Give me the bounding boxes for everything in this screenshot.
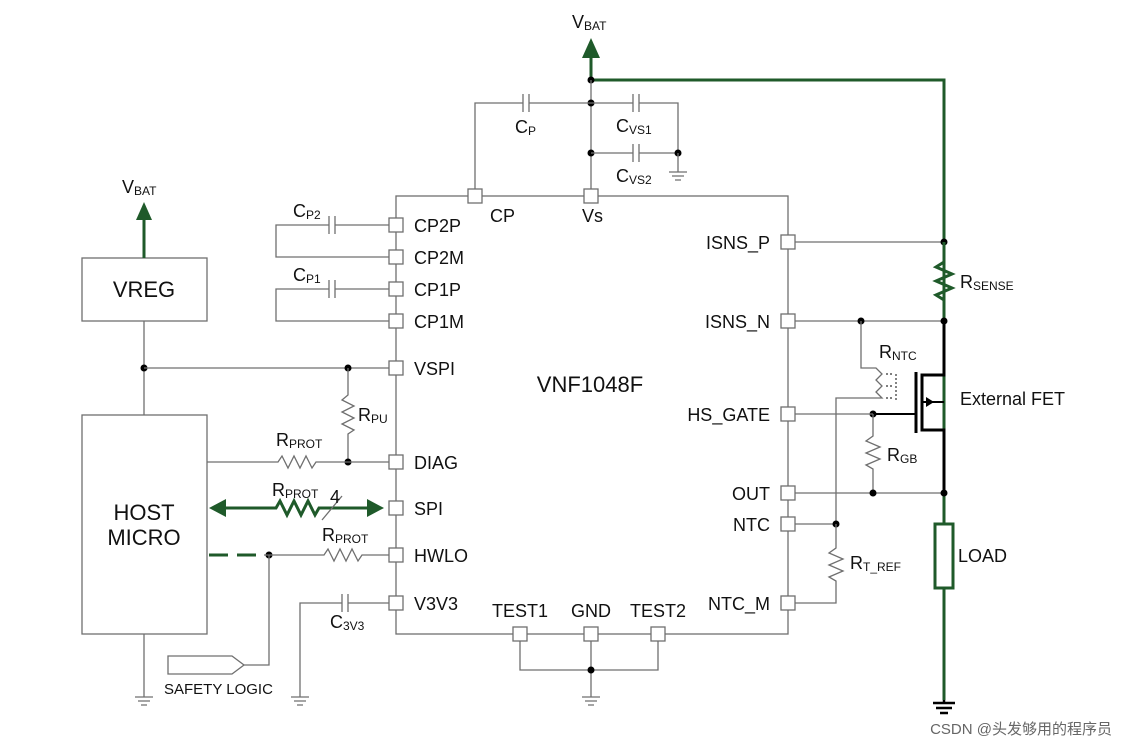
ground-icon	[582, 696, 600, 706]
svg-text:VBAT: VBAT	[122, 177, 157, 198]
spi-bus-width: 4	[330, 487, 340, 507]
svg-text:CP: CP	[515, 117, 536, 138]
pin-cp	[467, 188, 483, 204]
ground-icon	[669, 153, 687, 181]
svg-text:CVS2: CVS2	[616, 166, 652, 187]
rntc-resistor	[835, 321, 884, 522]
pin-label-test1: TEST1	[492, 601, 548, 621]
external-fet	[872, 321, 946, 493]
spi-bus	[222, 497, 372, 519]
cvs2-capacitor: CVS2	[616, 144, 652, 187]
pin-label-vspi: VSPI	[414, 359, 455, 379]
svg-text:CVS1: CVS1	[616, 116, 652, 137]
host-micro-label-1: HOST	[113, 500, 174, 525]
pin-label-hwlo: HWLO	[414, 546, 468, 566]
rsense-resistor	[932, 242, 956, 321]
pin-label-gnd: GND	[571, 601, 611, 621]
ground-icon	[135, 696, 153, 706]
pin-label-cp1p: CP1P	[414, 280, 461, 300]
pin-label-vs: Vs	[582, 206, 603, 226]
pin-test2	[650, 626, 666, 642]
pin-label-cp2m: CP2M	[414, 248, 464, 268]
svg-text:CP2: CP2	[293, 201, 321, 222]
pin-label-cp1m: CP1M	[414, 312, 464, 332]
cvs1-capacitor: CVS1	[616, 94, 652, 137]
pin-label-isns-n: ISNS_N	[705, 312, 770, 333]
pin-label-ntc-m: NTC_M	[708, 594, 770, 615]
left-pins	[388, 217, 404, 611]
pin-label-diag: DIAG	[414, 453, 458, 473]
svg-text:RPROT: RPROT	[276, 430, 323, 451]
pin-label-hs-gate: HS_GATE	[687, 405, 770, 426]
svg-text:RPU: RPU	[358, 405, 388, 426]
cp2-capacitor: CP2	[293, 201, 336, 234]
svg-text:CP1: CP1	[293, 265, 321, 286]
rpu-resistor	[340, 368, 356, 462]
rtref-resistor	[795, 524, 845, 604]
svg-text:VBAT: VBAT	[572, 12, 607, 33]
cp1-capacitor: CP1	[293, 265, 336, 298]
pin-test1	[512, 626, 528, 642]
ground-icon	[933, 700, 955, 715]
rprot-hwlo-resistor	[264, 547, 389, 563]
svg-text:RSENSE: RSENSE	[960, 272, 1014, 293]
pin-label-cp: CP	[490, 206, 515, 226]
svg-text:RT_REF: RT_REF	[850, 553, 901, 574]
safety-logic-label: SAFETY LOGIC	[164, 681, 273, 698]
load-block	[933, 522, 955, 590]
svg-text:RPROT: RPROT	[322, 525, 369, 546]
pin-label-isns-p: ISNS_P	[706, 233, 770, 254]
rprot-diag-resistor	[207, 454, 389, 470]
watermark: CSDN @头发够用的程序员	[930, 721, 1112, 738]
vbat-left-symbol: VBAT	[122, 177, 157, 258]
load-label: LOAD	[958, 546, 1007, 566]
c3v3-capacitor: C3V3	[330, 594, 365, 633]
pin-label-v3v3: V3V3	[414, 594, 458, 614]
svg-text:RPROT: RPROT	[272, 480, 319, 501]
vreg-label: VREG	[113, 277, 175, 302]
pin-vs	[583, 188, 599, 204]
pin-label-spi: SPI	[414, 499, 443, 519]
svg-text:RGB: RGB	[887, 445, 917, 466]
host-micro-label-2: MICRO	[107, 525, 180, 550]
ic-name: VNF1048F	[537, 372, 643, 397]
vbat-main-symbol: VBAT	[572, 12, 607, 80]
safety-logic-connector	[167, 655, 246, 675]
cp-capacitor: CP	[515, 94, 536, 138]
pin-gnd	[583, 626, 599, 642]
pin-label-test2: TEST2	[630, 601, 686, 621]
ground-icon	[291, 696, 309, 706]
svg-text:RNTC: RNTC	[879, 342, 917, 363]
pin-label-cp2p: CP2P	[414, 216, 461, 236]
rgb-resistor	[864, 414, 882, 493]
pin-label-out: OUT	[732, 484, 770, 504]
svg-text:C3V3: C3V3	[330, 612, 365, 633]
external-fet-label: External FET	[960, 389, 1065, 409]
pin-label-ntc: NTC	[733, 515, 770, 535]
